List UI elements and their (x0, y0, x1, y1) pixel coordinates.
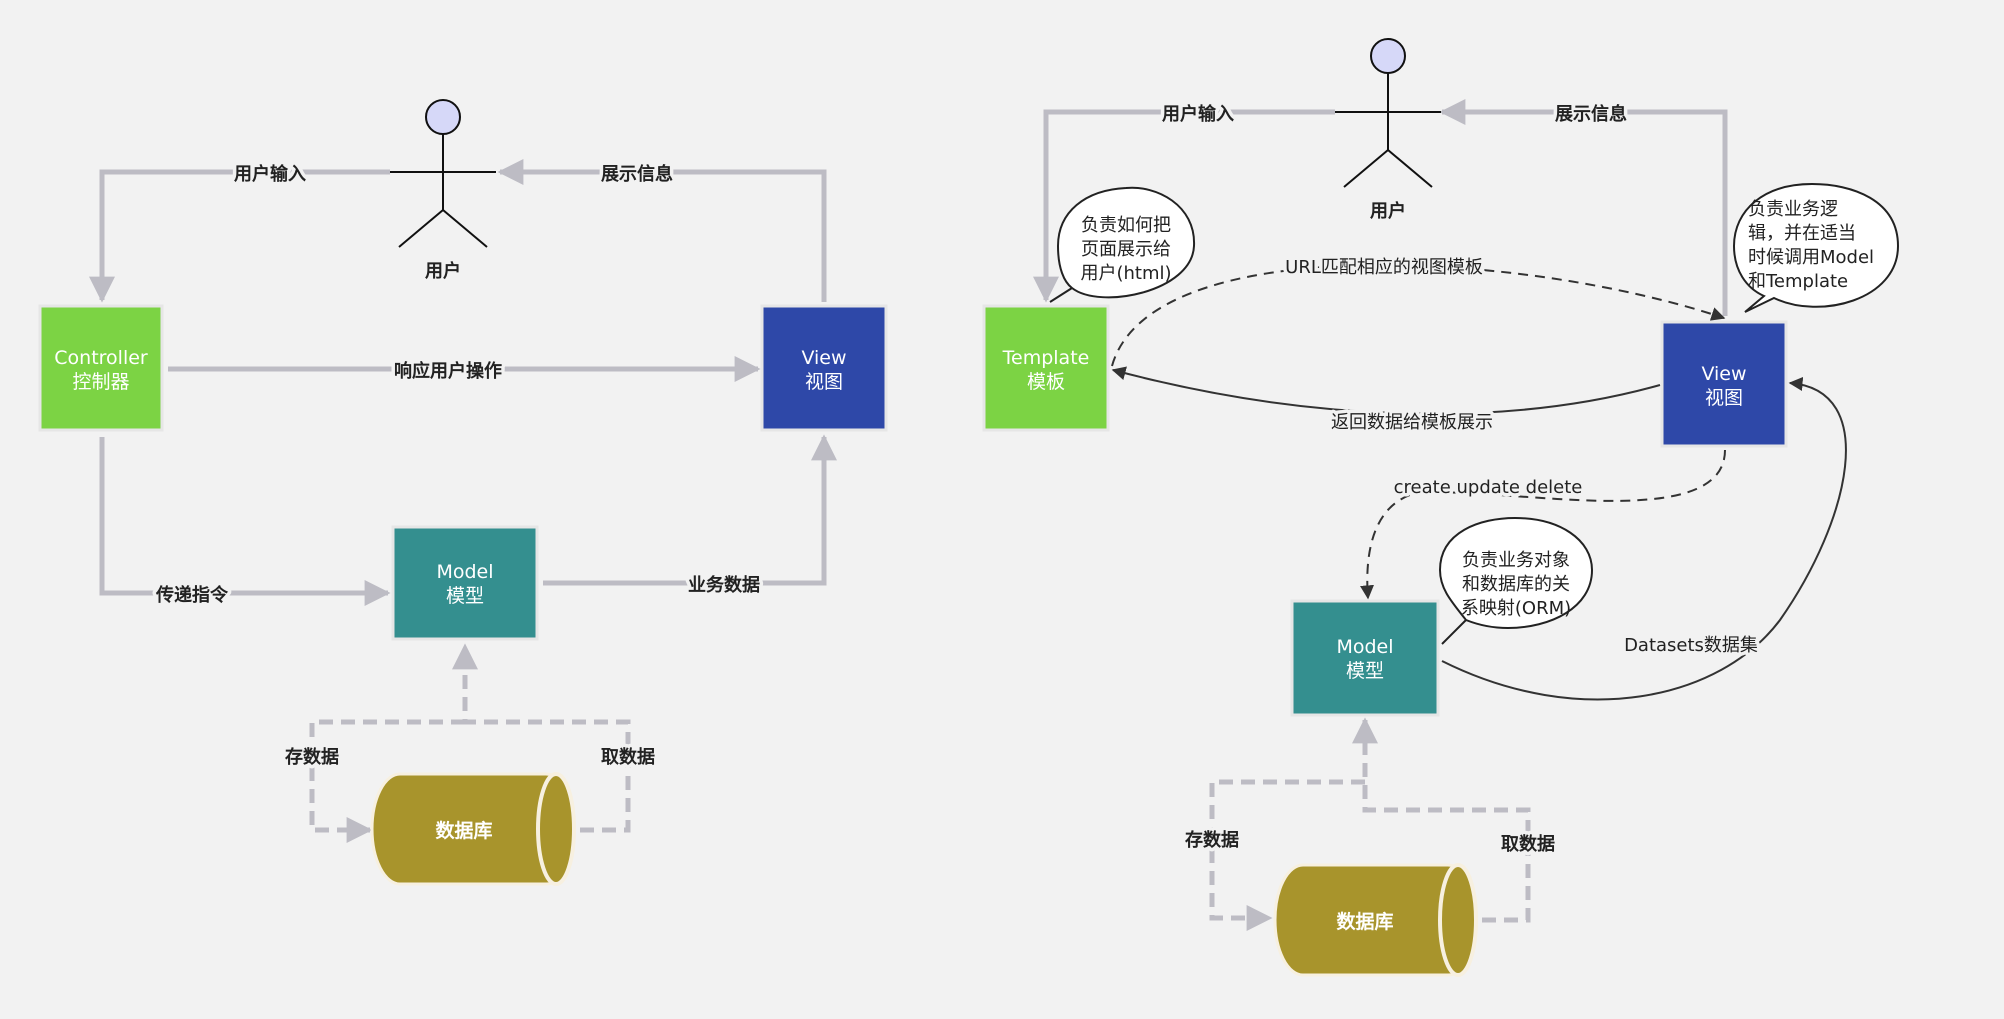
view-note-shape (1732, 182, 1900, 313)
model-rect-r (1290, 599, 1440, 717)
view-note-line4: 和Template (1748, 271, 1848, 292)
view-box-r: View 视图 (1660, 320, 1788, 448)
database-label-r: 数据库 (1336, 910, 1393, 933)
template-note-bubble: 负责如何把 页面展示给 用户(html) (1049, 186, 1196, 303)
label-show-info: 展示信息 (601, 163, 673, 185)
database-cylinder: 数据库 (370, 772, 576, 886)
database-cylinder-r: 数据库 (1273, 863, 1478, 977)
controller-rect (38, 304, 164, 432)
label-datasets: Datasets数据集 (1624, 635, 1758, 656)
controller-box: Controller 控制器 (38, 304, 164, 432)
edge-fetch-line-r (1352, 717, 1531, 923)
template-note-line1: 负责如何把 (1081, 215, 1171, 236)
edge-fetch-line (452, 643, 631, 833)
model-subtitle-r: 模型 (1346, 660, 1384, 682)
model-note-line2: 和数据库的关 (1462, 574, 1570, 595)
template-box: Template 模板 (982, 304, 1110, 432)
template-title: Template (1002, 347, 1090, 369)
template-note-line3: 用户(html) (1080, 263, 1171, 284)
database-cap (536, 772, 576, 886)
label-fetch-r: 取数据 (1501, 833, 1555, 855)
controller-subtitle: 控制器 (72, 371, 129, 393)
model-note-line1: 负责业务对象 (1462, 550, 1570, 571)
model-title-r: Model (1336, 636, 1393, 658)
model-note-shape (1438, 516, 1594, 645)
label-save: 存数据 (285, 746, 339, 768)
edge-save-line-r (1209, 779, 1365, 931)
label-show-info-r: 展示信息 (1555, 103, 1627, 125)
mtv-diagram: 用户输入 展示信息 URL匹配相应的视图模板 返回数据给模板展示 create … (982, 38, 1900, 977)
label-user-input-r: 用户输入 (1162, 103, 1234, 125)
view-rect-r (1660, 320, 1788, 448)
label-fetch: 取数据 (601, 746, 655, 768)
template-note-shape (1049, 186, 1196, 303)
view-rect (760, 304, 888, 432)
edge-return-data-line (1111, 366, 1661, 415)
user-label-r: 用户 (1370, 200, 1406, 222)
model-box-r: Model 模型 (1290, 599, 1440, 717)
template-subtitle: 模板 (1027, 371, 1065, 393)
database-cap-r (1438, 863, 1478, 977)
user-head-r (1370, 38, 1406, 74)
label-return-data: 返回数据给模板展示 (1331, 412, 1493, 433)
model-note-line3: 系映射(ORM) (1461, 598, 1571, 619)
model-subtitle: 模型 (446, 585, 484, 607)
view-note-line3: 时候调用Model (1748, 247, 1874, 268)
edge-biz-data-line (543, 434, 837, 586)
template-note-line2: 页面展示给 (1081, 239, 1171, 260)
edge-datasets-line (1441, 377, 1847, 701)
label-biz-data: 业务数据 (688, 574, 760, 596)
mvc-diagram: 用户输入 展示信息 响应用户操作 传递指令 业务数据 存数据 取数据 用户 Co… (38, 99, 888, 886)
edge-show-info-line-r (1439, 99, 1728, 316)
model-title: Model (436, 561, 493, 583)
template-rect (982, 304, 1110, 432)
edge-save-line (309, 719, 465, 843)
label-user-input: 用户输入 (234, 163, 306, 185)
edge-url-match-line (1111, 264, 1726, 367)
model-box: Model 模型 (391, 525, 539, 641)
edge-cud-line (1360, 449, 1726, 600)
user-actor: 用户 (390, 99, 496, 282)
edge-pass-cmd-line (99, 437, 391, 606)
view-note-line2: 辑，并在适当 (1748, 223, 1856, 244)
view-title-r: View (1701, 363, 1746, 385)
view-note-line1: 负责业务逻 (1748, 199, 1838, 220)
controller-title: Controller (54, 347, 148, 369)
user-head (425, 99, 461, 135)
edge-show-info-line (497, 159, 827, 302)
view-box: View 视图 (760, 304, 888, 432)
label-url-match: URL匹配相应的视图模板 (1285, 257, 1483, 278)
edge-user-input-line-r (1033, 109, 1335, 303)
label-respond: 响应用户操作 (394, 360, 502, 382)
view-subtitle: 视图 (805, 371, 843, 393)
user-actor-r: 用户 (1335, 38, 1441, 222)
user-label: 用户 (425, 260, 461, 282)
edge-user-input-line (89, 169, 390, 303)
database-label: 数据库 (435, 819, 492, 842)
label-save-r: 存数据 (1185, 829, 1239, 851)
view-subtitle-r: 视图 (1705, 387, 1743, 409)
label-pass-cmd: 传递指令 (155, 584, 229, 606)
label-cud: create update delete (1394, 477, 1583, 498)
view-title: View (801, 347, 846, 369)
model-rect (391, 525, 539, 641)
view-note-bubble: 负责业务逻 辑，并在适当 时候调用Model 和Template (1732, 182, 1900, 313)
model-note-bubble: 负责业务对象 和数据库的关 系映射(ORM) (1438, 516, 1594, 645)
